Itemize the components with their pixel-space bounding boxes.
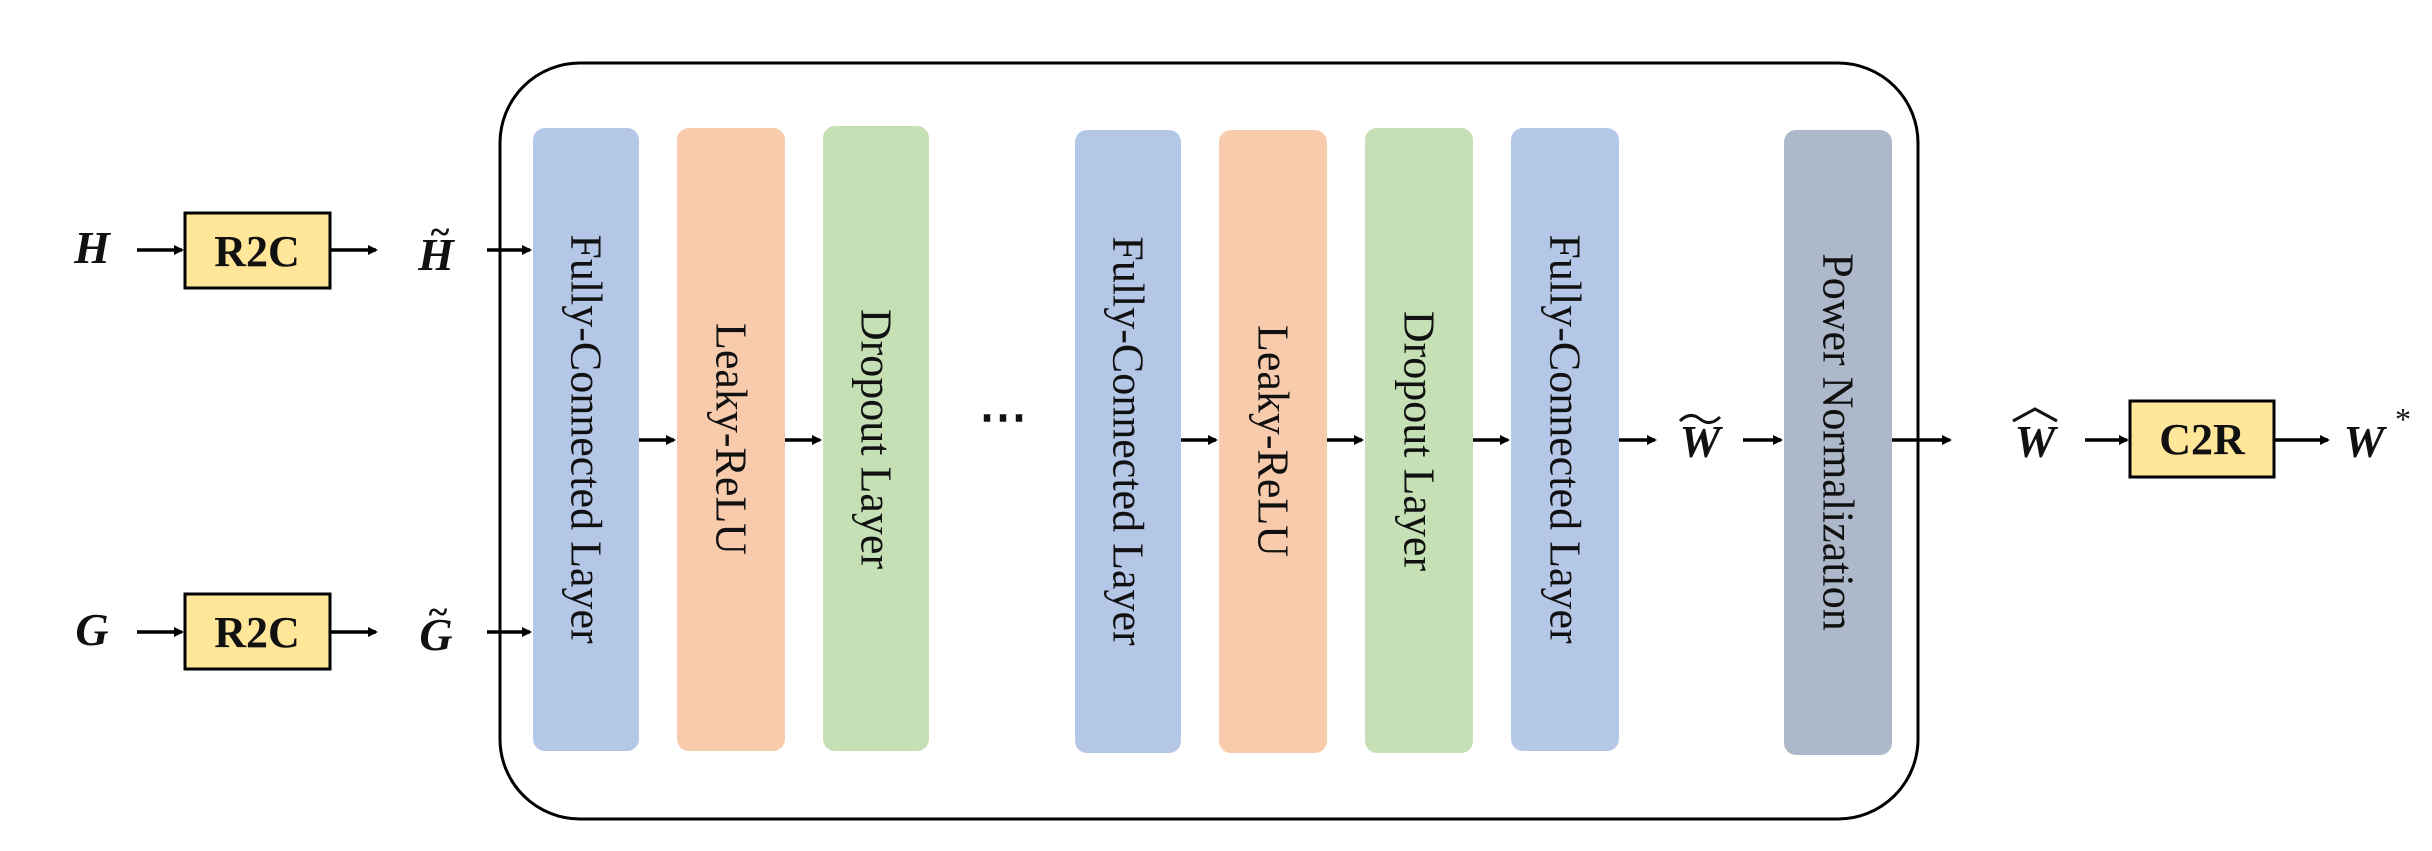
dropout-layer-2-label: Dropout Layer (1395, 311, 1444, 572)
c2r-box (2128, 399, 2276, 479)
w-tilde-mark (1678, 414, 1722, 424)
input-g-label: G (75, 604, 108, 655)
fc-layer-2 (1075, 130, 1181, 753)
relu-layer-2 (1219, 130, 1327, 753)
g-tilde-label: G (419, 609, 452, 660)
layer-block-5: Leaky-ReLU (1219, 130, 1327, 753)
g-tilde-mark: ~ (429, 592, 448, 632)
dropout-layer-1 (823, 126, 929, 751)
relu-layer-1-label: Leaky-ReLU (707, 323, 756, 555)
w-hat-label: W (2015, 416, 2059, 467)
dropout-layer-1-label: Dropout Layer (852, 309, 901, 570)
relu-layer-2-label: Leaky-ReLU (1249, 325, 1298, 557)
dropout-layer-2 (1365, 128, 1473, 753)
layer-block-6: Dropout Layer (1365, 128, 1473, 753)
fc-layer-2-label: Fully-Connected Layer (1104, 236, 1153, 646)
fc-layer-1 (533, 128, 639, 751)
layer-block-7: Fully-Connected Layer (1511, 128, 1619, 751)
fc-layer-3 (1511, 128, 1619, 751)
h-tilde-label: H (417, 229, 455, 280)
r2c-box-top (183, 211, 332, 290)
layer-block-3: Dropout Layer (823, 126, 929, 751)
relu-layer-1 (677, 128, 785, 751)
w-hat-mark (2012, 407, 2058, 423)
r2c-box-bottom (183, 592, 332, 671)
c2r-label: C2R (2159, 415, 2246, 464)
layer-block-4: Fully-Connected Layer (1075, 130, 1181, 753)
layer-block-1: Fully-Connected Layer (533, 128, 639, 751)
r2c-label-top: R2C (214, 227, 300, 276)
w-tilde-label: W (1680, 416, 1724, 467)
fc-layer-1-label: Fully-Connected Layer (562, 234, 611, 644)
power-normalization-rect (1784, 130, 1892, 755)
h-tilde-mark: ~ (431, 212, 450, 252)
w-star-label: W (2344, 416, 2388, 467)
w-star-superscript: * (2395, 401, 2411, 437)
fc-layer-3-label: Fully-Connected Layer (1541, 234, 1590, 644)
power-normalization-block: Power Normalization (1784, 130, 1892, 755)
ellipsis: ⋯ (979, 391, 1027, 444)
layer-block-2: Leaky-ReLU (677, 128, 785, 751)
power-normalization-label: Power Normalization (1814, 253, 1863, 631)
input-h-label: H (73, 222, 111, 273)
r2c-label-bottom: R2C (214, 608, 300, 657)
